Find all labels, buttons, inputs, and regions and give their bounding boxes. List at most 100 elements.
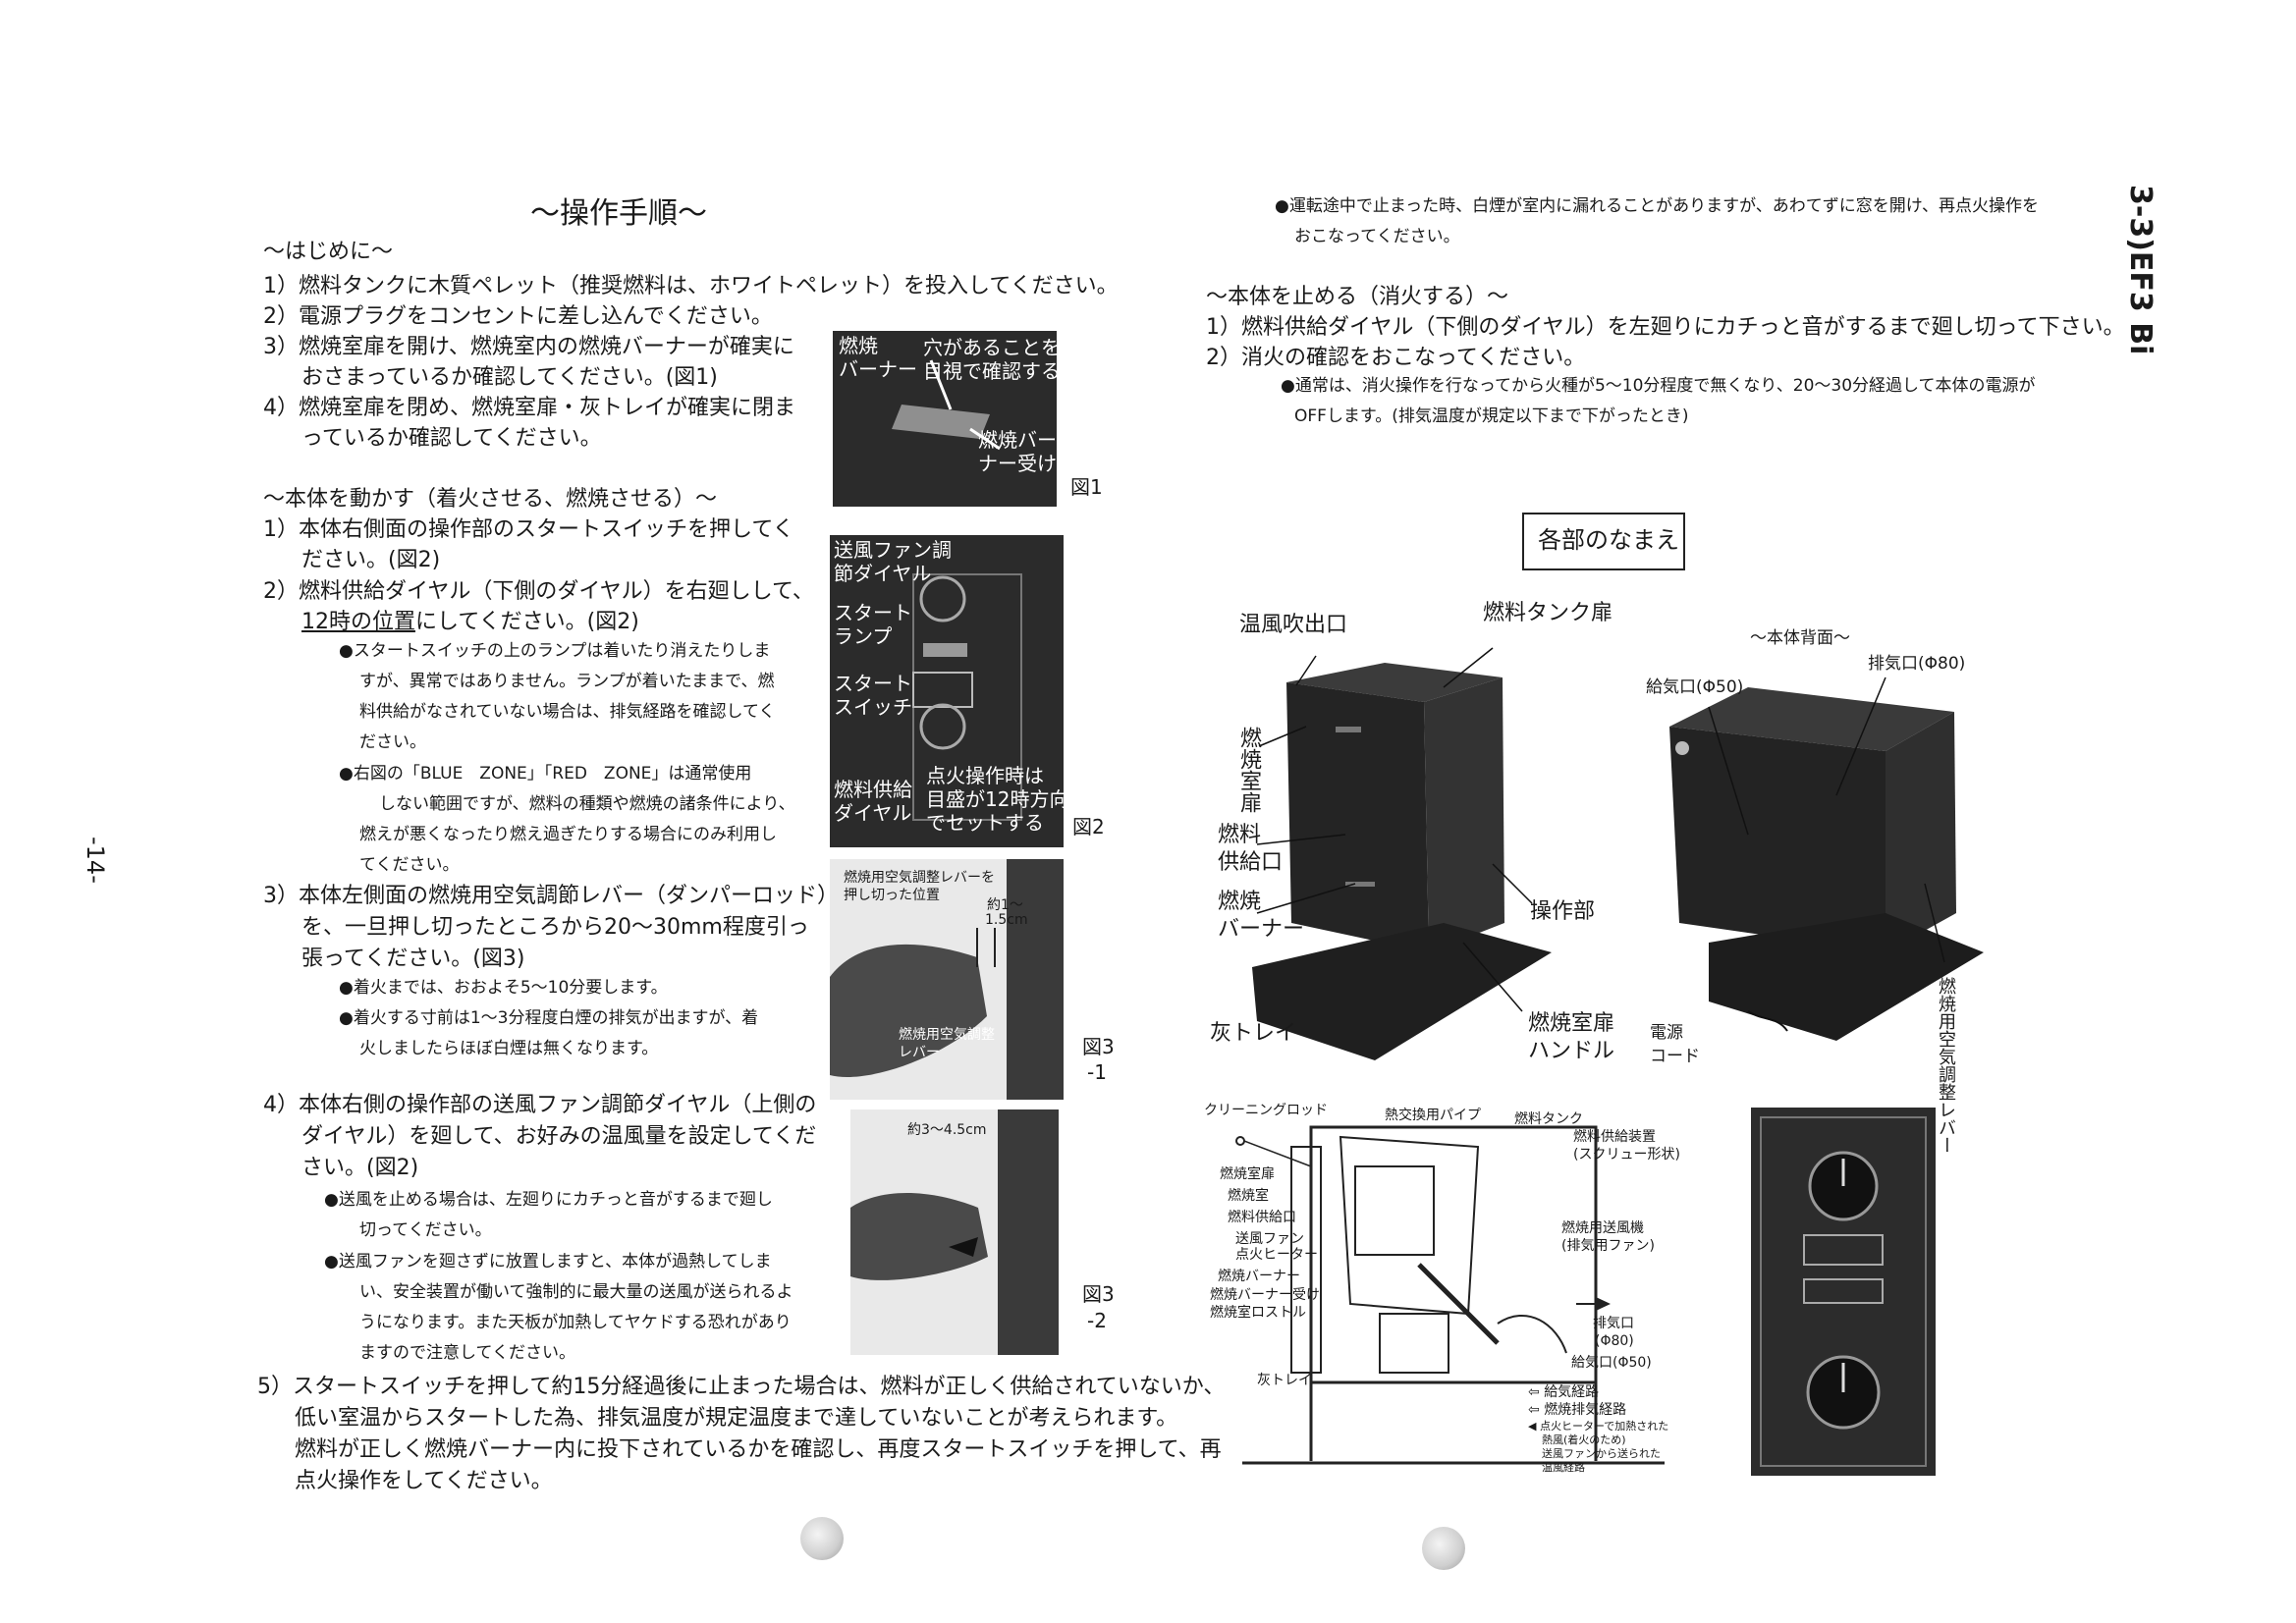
intro-step-1: 1）燃料タンクに木質ペレット（推奨燃料は、ホワイトペレット）を投入してください。 xyxy=(263,274,1119,298)
start-step-5b: 低い室温からスタートした為、排気温度が規定温度まで達していないことが考えられます… xyxy=(295,1406,1178,1431)
label-back-view: ～本体背面～ xyxy=(1750,628,1850,648)
label-air-lever: 燃焼用空気調整レバー xyxy=(1936,977,1956,1154)
figure-3-2-photo: 約3～4.5cm xyxy=(850,1109,1059,1355)
start-step-3c: 張ってください。(図3) xyxy=(301,947,525,971)
label-door-handle-a: 燃焼室扉 xyxy=(1528,1011,1615,1036)
note-zone-c: 燃えが悪くなったり燃え過ぎたりする場合にのみ利用し xyxy=(359,825,777,844)
note-overheat-b: い、安全装置が働いて強制的に最大量の送風が送られるよ xyxy=(359,1282,793,1302)
note-overheat-c: うになります。また天板が加熱してヤケドする恐れがあり xyxy=(359,1313,792,1332)
fig1-burner-label-b: バーナー xyxy=(839,357,917,381)
intro-step-2: 2）電源プラグをコンセントに差し込んでください。 xyxy=(263,304,773,329)
restart-note-b: おこなってください。 xyxy=(1294,227,1460,246)
label-power-cord-b: コード xyxy=(1650,1047,1700,1066)
start-step-2b: 12時の位置にしてください。(図2) xyxy=(301,610,639,635)
legend-heater-air-a: ◀ 点火ヒーターで加熱された xyxy=(1528,1420,1669,1433)
sec-heat-pipe: 熱交換用パイプ xyxy=(1385,1108,1481,1123)
fig2-fuel-dial-label-b: ダイヤル xyxy=(834,801,912,825)
sec-exhaust-a: 排気口 xyxy=(1593,1316,1634,1331)
control-panel-drawing xyxy=(1760,1116,1927,1467)
label-door-handle-b: ハンドル xyxy=(1528,1039,1615,1063)
fig1-seat-label-b: ナー受け xyxy=(978,452,1057,475)
note-zone-b: しない範囲ですが、燃料の種類や燃焼の諸条件により、 xyxy=(379,794,795,814)
stop-step-2: 2）消火の確認をおこなってください。 xyxy=(1206,346,1586,370)
sec-fuel-tank: 燃料タンク xyxy=(1514,1111,1583,1127)
stove-views-drawing xyxy=(1252,647,1984,1060)
fig1-seat-label-a: 燃焼バー xyxy=(978,428,1057,452)
restart-note-a: ●運転途中で止まった時、白煙が室内に漏れることがありますが、あわてずに窓を開け、… xyxy=(1275,196,2039,216)
label-ash-tray: 灰トレイ xyxy=(1210,1021,1297,1046)
binder-hole-right xyxy=(1422,1527,1465,1570)
parts-title: 各部のなまえ xyxy=(1538,526,1679,554)
fig3-1-note-b: 押し切った位置 xyxy=(844,888,940,903)
figure-2-caption: 図2 xyxy=(1072,815,1105,839)
stop-note-a: ●通常は、消火操作を行なってから火種が5～10分程度で無くなり、20～30分経過… xyxy=(1281,376,2036,396)
fig1-hole-label-b: 目視で確認する xyxy=(923,359,1057,383)
note-overheat-d: ますので注意してください。 xyxy=(359,1343,575,1363)
fig2-switch-label-a: スタート xyxy=(834,672,912,695)
fig3-1-dist-b: 1.5cm xyxy=(985,912,1028,928)
start-header: ～本体を動かす（着火させる、燃焼させる）～ xyxy=(263,487,718,512)
sec-burner-seat: 燃焼バーナー受け xyxy=(1210,1287,1320,1303)
fig2-lamp-label-b: ランプ xyxy=(834,624,893,648)
legend-fan-air-a: 送風ファンから送られた xyxy=(1542,1447,1661,1460)
legend-exhaust-path-text: 燃焼排気経路 xyxy=(1544,1402,1627,1418)
intro-step-3b: おさまっているか確認してください。(図1) xyxy=(301,365,718,390)
section-legend: ⇦ 給気経路 ⇦ 燃焼排気経路 ◀ 点火ヒーターで加熱された 熱風(着火のため)… xyxy=(1528,1384,1669,1474)
note-fan-stop-b: 切ってください。 xyxy=(359,1220,492,1240)
fig3-2-dist: 約3～4.5cm xyxy=(907,1122,987,1138)
legend-fan-air-b: 温風経路 xyxy=(1542,1461,1585,1474)
legend-heater-air-a-text: 点火ヒーターで加熱された xyxy=(1539,1420,1669,1433)
figure-3-2-drawing xyxy=(850,1109,1059,1355)
start-step-3b: を、一旦押し切ったところから20～30mm程度引っ xyxy=(301,915,809,940)
fig1-burner-label-a: 燃焼 xyxy=(839,334,878,357)
intro-step-3a: 3）燃焼室扉を開け、燃焼室内の燃焼バーナーが確実に xyxy=(263,335,794,359)
sec-blower-b: (排気用ファン) xyxy=(1561,1238,1655,1254)
figure-3-1-photo: 燃焼用空気調整レバーを 押し切った位置 約1～ 1.5cm 燃焼用空気調整 レバ… xyxy=(830,859,1064,1100)
binder-hole-left xyxy=(800,1517,844,1560)
figure-1-photo: 燃焼 バーナー 穴があることを 目視で確認する 燃焼バー ナー受け xyxy=(833,331,1057,507)
legend-exhaust-path: ⇦ 燃焼排気経路 xyxy=(1528,1402,1627,1418)
stop-step-1: 1）燃料供給ダイヤル（下側のダイヤル）を左廻りにカチっと音がするまで廻し切って下… xyxy=(1206,315,2125,340)
note-zone-a: ●右図の「BLUE ZONE」「RED ZONE」は通常使用 xyxy=(339,764,752,784)
sec-chamber-door: 燃焼室扉 xyxy=(1220,1166,1275,1182)
figure-1-caption: 図1 xyxy=(1070,475,1103,499)
note-smoke-b: 火しましたらほぼ白煙は無くなります。 xyxy=(359,1039,659,1058)
sec-burner: 燃焼バーナー xyxy=(1218,1269,1300,1284)
sec-intake: 給気口(Φ50) xyxy=(1571,1355,1652,1371)
note-lamp-a: ●スタートスイッチの上のランプは着いたり消えたりしま xyxy=(339,641,771,661)
start-step-4a: 4）本体右側の操作部の送風ファン調節ダイヤル（上側の xyxy=(263,1093,817,1117)
figure-3-2-caption-b: -2 xyxy=(1087,1309,1107,1332)
fig3-1-lever-b: レバー xyxy=(899,1045,940,1060)
label-chamber-door: 燃焼室扉 xyxy=(1236,727,1261,813)
sec-grate: 燃焼室ロストル xyxy=(1210,1305,1306,1321)
start-step-5d: 点火操作をしてください。 xyxy=(295,1469,553,1493)
note-lamp-c: 料供給がなされていない場合は、排気経路を確認してく xyxy=(359,702,776,722)
sec-fan-b: 点火ヒーター xyxy=(1235,1247,1318,1263)
label-fuel-inlet-b: 供給口 xyxy=(1218,850,1284,875)
start-step-1b: ださい。(図2) xyxy=(301,548,441,572)
sec-fuel-supply-a: 燃料供給装置 xyxy=(1573,1129,1656,1145)
note-smoke-a: ●着火する寸前は1～3分程度白煙の排気が出ますが、着 xyxy=(339,1008,759,1028)
label-back-exhaust: 排気口(Φ80) xyxy=(1868,654,1966,674)
sec-exhaust-b: (Φ80) xyxy=(1595,1333,1634,1349)
start-step-4b: ダイヤル）を廻して、お好みの温風量を設定してくだ xyxy=(301,1124,817,1149)
label-fuel-inlet-a: 燃料 xyxy=(1218,823,1262,847)
fig1-hole-label-a: 穴があることを xyxy=(923,336,1057,359)
figure-3-1-caption-b: -1 xyxy=(1087,1060,1107,1084)
figure-3-1-caption-a: 図3 xyxy=(1082,1035,1115,1058)
start-step-3a: 3）本体左側面の燃焼用空気調節レバー（ダンパーロッド） xyxy=(263,884,839,908)
fig2-switch-label-b: スイッチ xyxy=(834,695,912,719)
label-hot-air-outlet: 温風吹出口 xyxy=(1239,613,1348,637)
sec-fuel-supply-b: (スクリュー形状) xyxy=(1573,1147,1680,1163)
legend-intake-path-text: 給気経路 xyxy=(1544,1384,1600,1400)
control-panel-photo xyxy=(1751,1108,1936,1476)
label-burner-a: 燃焼 xyxy=(1218,890,1262,914)
label-tank-door: 燃料タンク扉 xyxy=(1483,601,1613,625)
fig2-lamp-label-a: スタート xyxy=(834,601,912,624)
fig3-1-note-a: 燃焼用空気調整レバーを xyxy=(844,870,995,886)
sec-fan-a: 送風ファン xyxy=(1235,1231,1304,1247)
stop-note-b: OFFします。(排気温度が規定以下まで下がったとき) xyxy=(1294,406,1689,426)
note-lamp-d: ださい。 xyxy=(359,732,426,752)
fig2-fuel-dial-label-a: 燃料供給 xyxy=(834,778,912,801)
sec-cleaning-rod: クリーニングロッド xyxy=(1204,1103,1328,1118)
